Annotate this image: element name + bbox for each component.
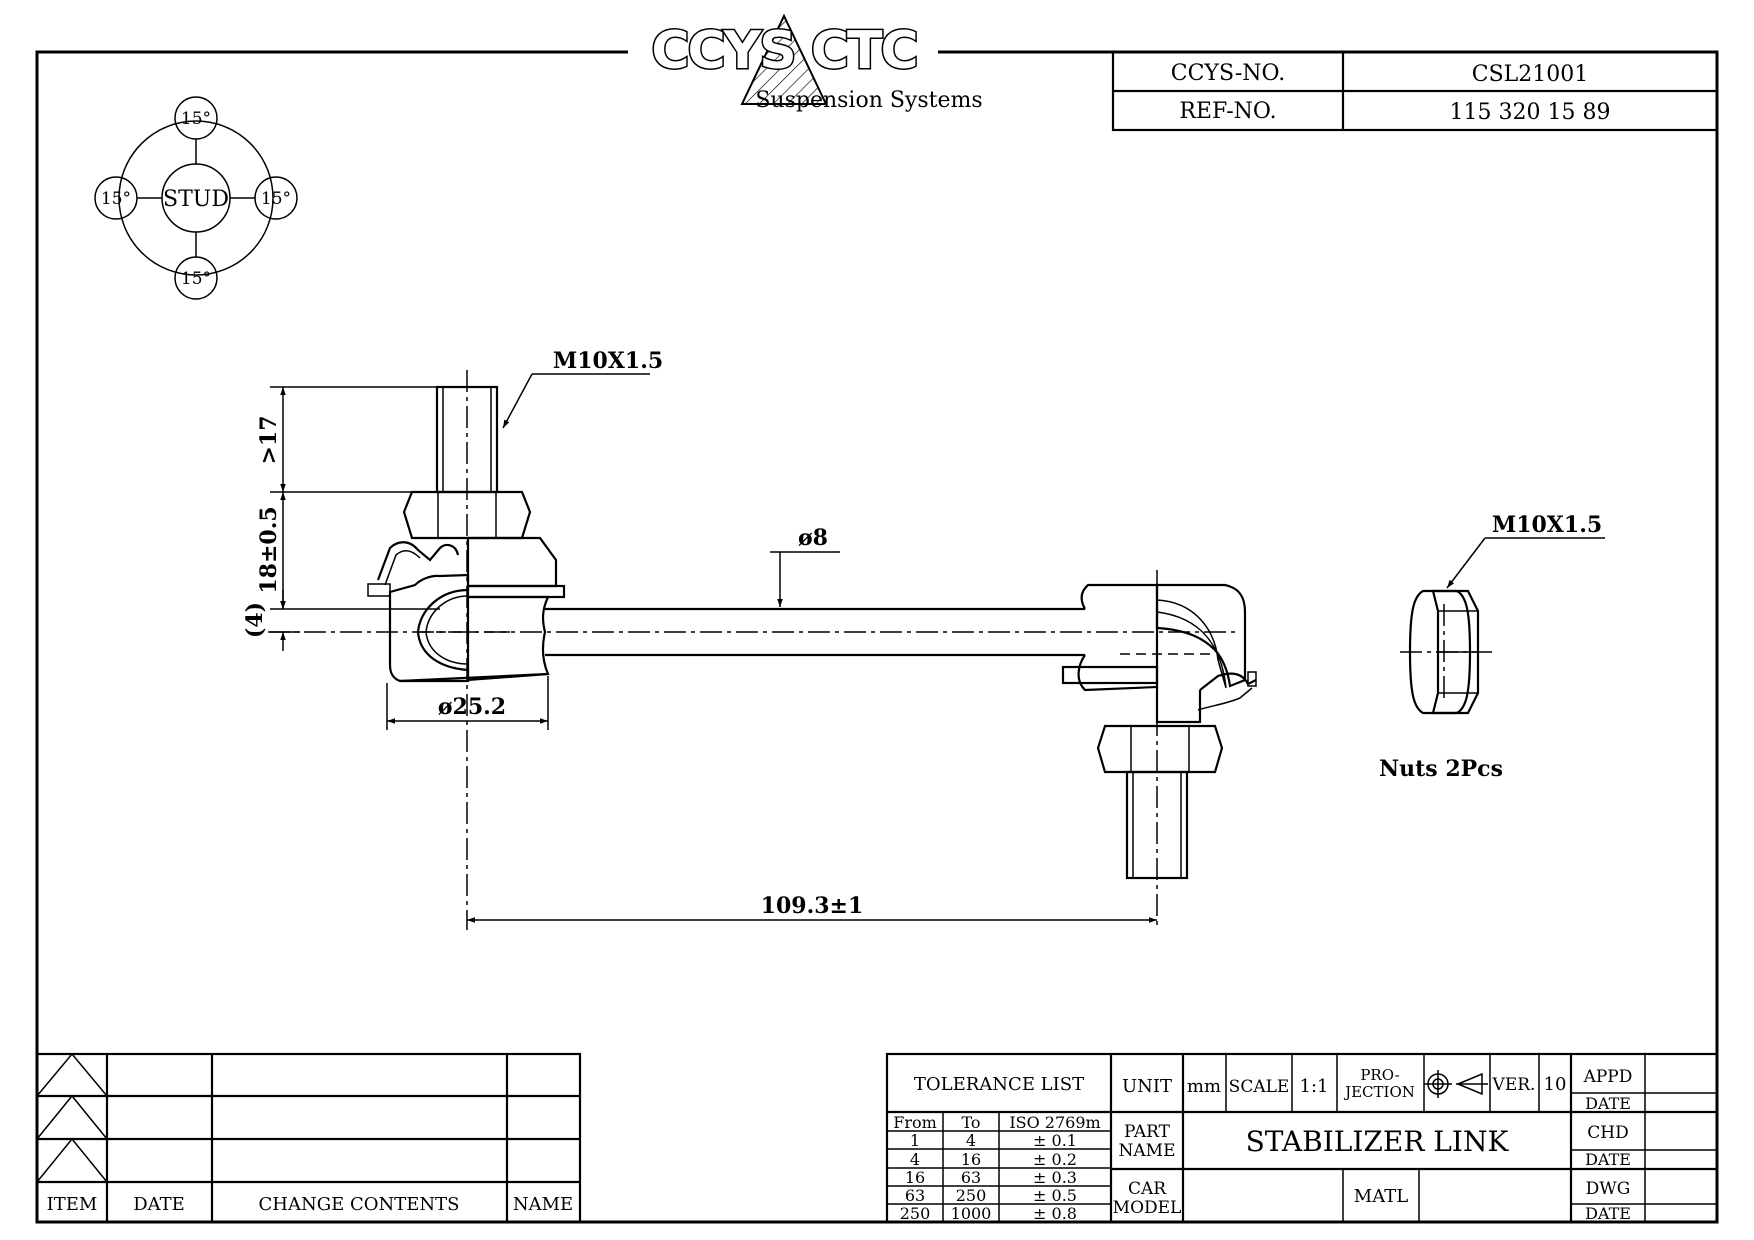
tol-row-value: ± 0.5 <box>1033 1186 1077 1205</box>
stud-angle-diagram: STUD 15° 15° 15° 15° <box>94 96 298 300</box>
dim-thread-nut: M10X1.5 <box>1492 512 1602 538</box>
unit-value: mm <box>1187 1076 1221 1097</box>
tol-row-from: 16 <box>905 1168 925 1187</box>
tol-row-to: 16 <box>961 1150 981 1169</box>
tol-header-iso: ISO 2769m <box>1009 1113 1100 1132</box>
stud-angle-right: 15° <box>261 189 291 209</box>
dim-height: 18±0.5 <box>256 506 282 593</box>
rev-header-change-contents: CHANGE CONTENTS <box>259 1194 460 1215</box>
tol-row-from: 4 <box>910 1150 920 1169</box>
ccys-no-label: CCYS-NO. <box>1171 61 1286 86</box>
stud-angle-left: 15° <box>101 189 131 209</box>
tol-header-from: From <box>893 1113 937 1132</box>
matl-label: MATL <box>1354 1186 1408 1207</box>
appd-date-label: DATE <box>1585 1094 1631 1113</box>
projection-symbol-icon <box>1424 1070 1488 1098</box>
tol-row-from: 1 <box>910 1131 920 1150</box>
part-name-label-2: NAME <box>1119 1141 1176 1161</box>
dim-housing-diameter: ø25.2 <box>438 694 506 720</box>
dimensions: M10X1.5 >17 18±0.5 (4) ø8 ø25.2 <box>242 348 1157 923</box>
tol-row-to: 250 <box>956 1186 987 1205</box>
dim-stud-length: >17 <box>256 415 282 464</box>
dim-center-distance: 109.3±1 <box>761 893 864 919</box>
logo-subtitle: Suspension Systems <box>755 88 982 113</box>
stud-label: STUD <box>163 187 229 212</box>
rev-header-date: DATE <box>133 1194 185 1215</box>
dwg-label: DWG <box>1586 1179 1631 1199</box>
company-logo: CCYS CTC Suspension Systems <box>650 13 983 113</box>
tol-row-to: 63 <box>961 1168 981 1187</box>
sheet-border <box>35 50 1719 1224</box>
nut-detail: M10X1.5 Nuts 2Pcs <box>1379 512 1605 782</box>
title-block: TOLERANCE LIST From To ISO 2769m 1 4 ± 0… <box>885 1052 1719 1224</box>
ver-value: 10 <box>1544 1074 1567 1095</box>
tol-row-value: ± 0.2 <box>1033 1150 1077 1169</box>
stud-angle-bottom: 15° <box>181 269 211 289</box>
projection-label-2: JECTION <box>1343 1083 1415 1101</box>
ver-label: VER. <box>1492 1075 1536 1095</box>
ccys-no-value: CSL21001 <box>1472 62 1589 87</box>
scale-value: 1:1 <box>1300 1076 1329 1097</box>
ref-no-value: 115 320 15 89 <box>1450 100 1611 125</box>
appd-label: APPD <box>1583 1067 1633 1087</box>
logo-brand-text: CCYS CTC <box>651 21 916 81</box>
chd-date-label: DATE <box>1585 1150 1631 1169</box>
part-name-value: STABILIZER LINK <box>1246 1125 1510 1158</box>
dim-offset: (4) <box>242 602 268 638</box>
header-table: CCYS-NO. CSL21001 REF-NO. 115 320 15 89 <box>1111 50 1719 132</box>
scale-label: SCALE <box>1229 1077 1290 1097</box>
unit-label: UNIT <box>1122 1076 1172 1097</box>
tol-row-to: 1000 <box>951 1204 992 1223</box>
rev-header-item: ITEM <box>47 1194 98 1215</box>
stud-angle-top: 15° <box>181 109 211 129</box>
nuts-note: Nuts 2Pcs <box>1379 756 1503 782</box>
right-ball-joint <box>1061 570 1257 930</box>
car-model-label-1: CAR <box>1128 1179 1167 1199</box>
revision-table: ITEM DATE CHANGE CONTENTS NAME <box>35 1052 582 1224</box>
part-name-label-1: PART <box>1124 1122 1171 1142</box>
chd-label: CHD <box>1587 1123 1628 1143</box>
tol-header-to: To <box>961 1113 980 1132</box>
tol-row-from: 63 <box>905 1186 925 1205</box>
left-ball-joint <box>367 370 566 930</box>
tol-row-from: 250 <box>900 1204 931 1223</box>
rev-header-name: NAME <box>513 1194 573 1215</box>
car-model-label-2: MODEL <box>1113 1198 1182 1218</box>
dim-thread-top: M10X1.5 <box>553 348 663 374</box>
dim-rod-diameter: ø8 <box>798 525 828 551</box>
tol-row-value: ± 0.8 <box>1033 1204 1077 1223</box>
dwg-date-label: DATE <box>1585 1204 1631 1223</box>
tol-row-value: ± 0.3 <box>1033 1168 1077 1187</box>
tol-row-value: ± 0.1 <box>1033 1131 1077 1150</box>
projection-label-1: PRO- <box>1360 1066 1399 1084</box>
tol-row-to: 4 <box>966 1131 976 1150</box>
tolerance-title: TOLERANCE LIST <box>914 1074 1084 1095</box>
stabilizer-link-drawing: M10X1.5 >17 18±0.5 (4) ø8 ø25.2 <box>242 348 1257 930</box>
ref-no-label: REF-NO. <box>1179 99 1276 124</box>
